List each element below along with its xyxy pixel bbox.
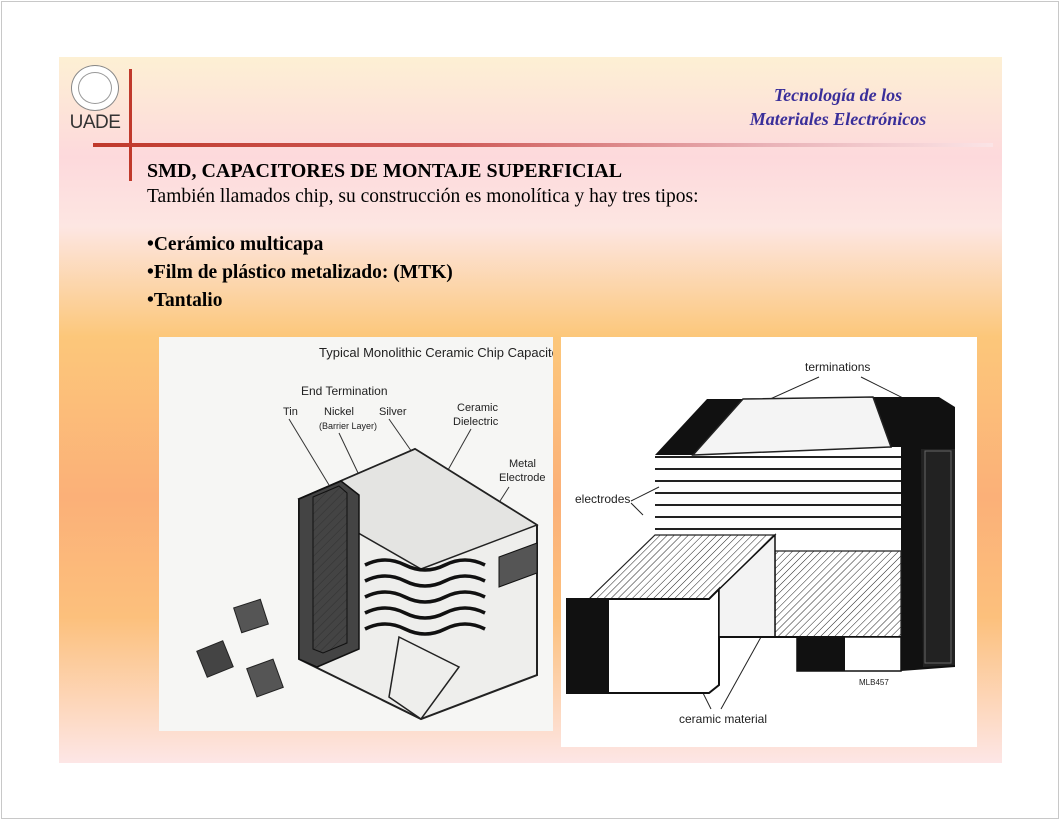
ceramic-chip-figure: Typical Monolithic Ceramic Chip Capacito… xyxy=(159,337,553,731)
mlcc-schematic-figure: terminations electrodes ceramic material… xyxy=(561,337,977,747)
uade-logo: UADE xyxy=(67,65,123,135)
label-electrodes: electrodes xyxy=(575,492,630,506)
label-electrode: Electrode xyxy=(499,472,545,484)
course-title-line2: Materiales Electrónicos xyxy=(749,109,927,129)
label-silver: Silver xyxy=(379,406,407,418)
label-ceramic: Ceramic xyxy=(457,402,498,414)
list-item: •Tantalio xyxy=(147,290,223,311)
slide-heading: SMD, CAPACITORES DE MONTAJE SUPERFICIAL xyxy=(147,160,623,182)
label-terminations: terminations xyxy=(805,360,870,374)
figure-title: Typical Monolithic Ceramic Chip Capacito… xyxy=(319,345,553,360)
course-title-line1: Tecnología de los xyxy=(773,85,903,105)
course-title: Tecnología de los Materiales Electrónico… xyxy=(708,83,968,131)
header-horizontal-rule xyxy=(93,143,993,147)
slide-content: SMD, CAPACITORES DE MONTAJE SUPERFICIAL … xyxy=(147,157,699,315)
list-item: •Cerámico multicapa xyxy=(147,234,324,255)
header-vertical-rule xyxy=(129,69,132,181)
figure-code: MLB457 xyxy=(859,678,889,687)
label-tin: Tin xyxy=(283,406,298,418)
label-end-termination: End Termination xyxy=(301,384,388,398)
label-dielectric: Dielectric xyxy=(453,416,499,428)
slide-subtitle: También llamados chip, su construcción e… xyxy=(147,186,699,207)
label-nickel: Nickel xyxy=(324,406,354,418)
slide: UADE Tecnología de los Materiales Electr… xyxy=(59,57,1002,763)
university-seal-icon xyxy=(71,65,119,111)
label-metal: Metal xyxy=(509,458,536,470)
label-barrier-layer: (Barrier Layer) xyxy=(319,421,377,431)
list-item: •Film de plástico metalizado: (MTK) xyxy=(147,262,453,283)
label-ceramic-material: ceramic material xyxy=(679,712,767,726)
type-list: •Cerámico multicapa •Film de plástico me… xyxy=(147,231,699,315)
logo-text: UADE xyxy=(69,112,121,133)
